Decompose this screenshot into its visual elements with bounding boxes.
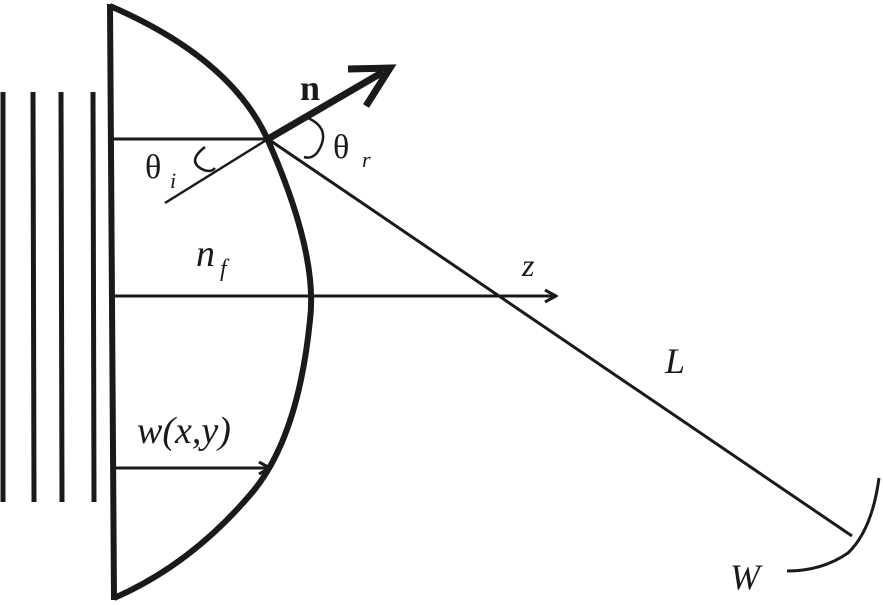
wavefront-label: W — [730, 557, 763, 597]
theta-r-label: θ r — [333, 129, 371, 172]
theta-r-arc — [303, 116, 325, 159]
svg-text:r: r — [362, 147, 371, 172]
theta-i-label: θ i — [145, 149, 176, 193]
normal-vector — [266, 64, 397, 143]
refracted-ray — [267, 137, 853, 538]
theta-i-arc — [193, 146, 216, 173]
svg-text:f: f — [220, 256, 230, 282]
wavefront-line — [58, 91, 65, 503]
incident-wavefronts — [0, 91, 97, 503]
lens — [107, 3, 315, 601]
lens-curved-surface — [108, 3, 315, 601]
svg-text:θ: θ — [333, 129, 349, 166]
refractive-index-label: n f — [196, 233, 230, 282]
output-wavefront-arc — [786, 477, 881, 573]
wavefront-line — [90, 91, 97, 503]
lens-flat-surface — [107, 3, 117, 601]
svg-text:n: n — [196, 233, 215, 275]
distance-label: L — [664, 341, 685, 381]
normal-label: n — [300, 68, 320, 108]
wavefront-line — [30, 91, 37, 503]
svg-text:i: i — [170, 168, 176, 193]
z-axis-label: z — [521, 247, 535, 283]
arrow-head-icon — [347, 64, 397, 108]
normal-line-extension — [164, 137, 269, 205]
svg-text:θ: θ — [145, 149, 161, 186]
thickness-label: w(x,y) — [137, 410, 231, 452]
